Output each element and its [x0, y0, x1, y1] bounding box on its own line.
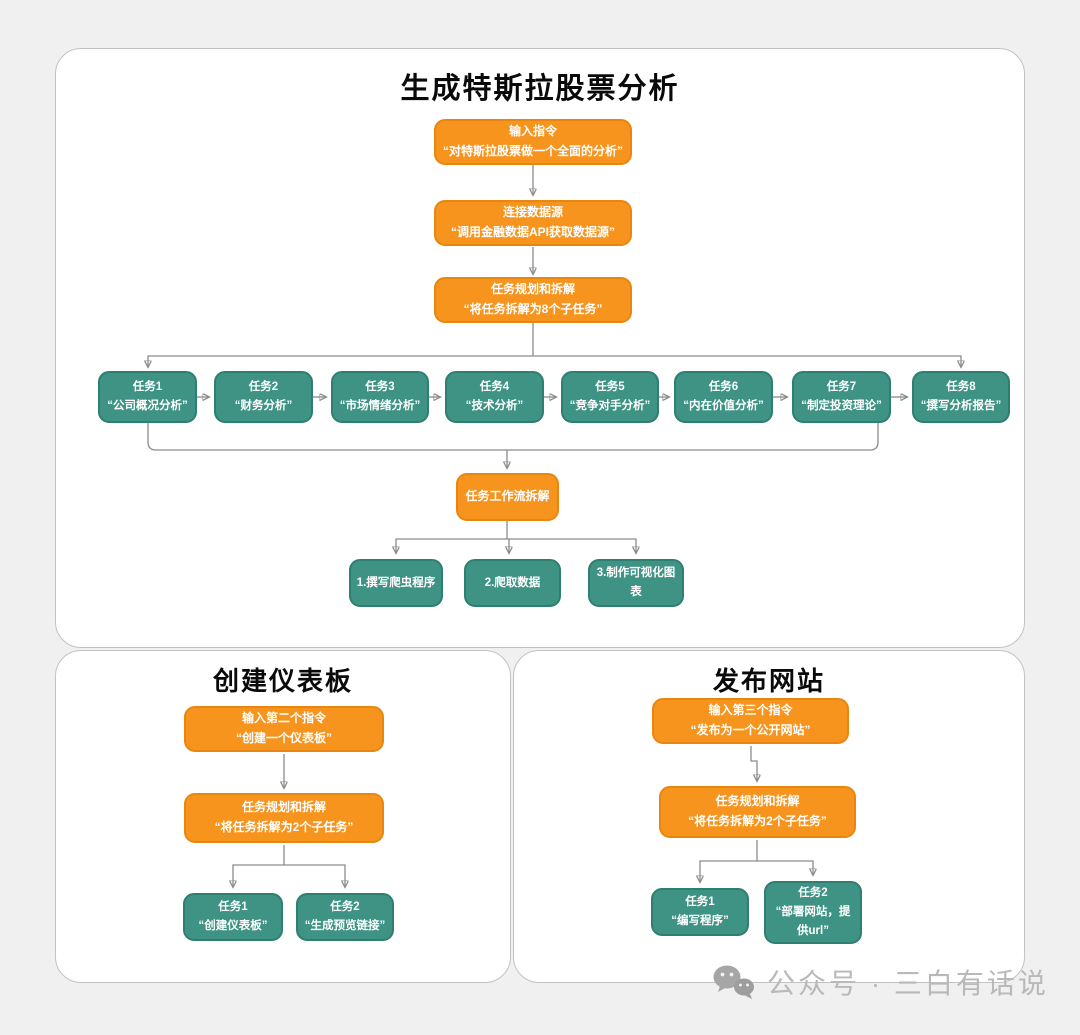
wechat-icon	[713, 965, 754, 999]
node-line: 任务1	[132, 381, 163, 394]
node-task-4: 任务4 “技术分析”	[445, 371, 544, 423]
node-line: “编写程序”	[671, 915, 729, 927]
node-task-2: 任务2 “财务分析”	[214, 371, 313, 423]
watermark: 公众号 · 三白有话说	[712, 962, 1049, 1002]
node-line: “发布为一个公开网站”	[690, 723, 811, 737]
panel-analysis-title: 生成特斯拉股票分析	[400, 73, 680, 105]
node-line: “竞争对手分析”	[569, 400, 651, 412]
node-line: 任务5	[595, 381, 625, 394]
node-line: 任务8	[946, 381, 976, 394]
node-line: 任务3	[365, 381, 395, 394]
node-input-command: 输入指令 “对特斯拉股票做一个全面的分析”	[434, 119, 632, 165]
node-website-task-1: 任务1 “编写程序”	[651, 888, 749, 936]
node-task-7: 任务7 “制定投资理论”	[792, 371, 891, 423]
node-task-1: 任务1 “公司概况分析”	[98, 371, 197, 423]
node-task-planning-3: 任务规划和拆解 “将任务拆解为2个子任务”	[659, 786, 856, 838]
node-line: “生成预览链接”	[304, 920, 386, 932]
node-line: 连接数据源	[502, 205, 563, 220]
panel-dashboard-title: 创建仪表板	[212, 666, 353, 696]
node-line: 任务2	[330, 901, 360, 914]
node-subtask-3: 3.制作可视化图表	[588, 559, 684, 607]
node-line: 任务7	[826, 381, 857, 394]
node-line: “将任务拆解为2个子任务”	[214, 820, 354, 834]
node-line: “部署网站，提供url”	[775, 906, 851, 937]
node-line: “撰写分析报告”	[920, 400, 1002, 412]
panel-dashboard: 创建仪表板 输入第二个指令 “创建一个仪表板” 任务规划和拆解 “将任务拆解为2…	[55, 650, 511, 983]
node-line: “将任务拆解为8个子任务”	[463, 302, 603, 316]
node-task-planning: 任务规划和拆解 “将任务拆解为8个子任务”	[434, 277, 632, 323]
node-connect-datasource: 连接数据源 “调用金融数据API获取数据源”	[434, 200, 632, 246]
node-line: “创建仪表板”	[198, 920, 268, 932]
node-line: “将任务拆解为2个子任务”	[688, 814, 827, 828]
node-line: 任务1	[218, 901, 248, 914]
node-line: 2.爬取数据	[484, 576, 541, 589]
node-line: “对特斯拉股票做一个全面的分析”	[442, 144, 623, 158]
node-task-3: 任务3 “市场情绪分析”	[331, 371, 429, 423]
panel-analysis: 生成特斯拉股票分析 输入指令 “对特斯拉股票做一个全面的分析” 连接数据源	[55, 48, 1025, 648]
node-subtask-2: 2.爬取数据	[464, 559, 561, 607]
node-line: 任务规划和拆解	[715, 794, 800, 809]
node-line: 任务规划和拆解	[241, 800, 326, 815]
panel-website: 发布网站 输入第三个指令 “发布为一个公开网站” 任务规划和拆解 “将任务拆解为…	[513, 650, 1025, 983]
node-line: 任务1	[685, 896, 715, 909]
node-line: 任务4	[479, 381, 510, 394]
node-line: 任务工作流拆解	[465, 489, 550, 504]
node-line: “制定投资理论”	[801, 400, 882, 412]
node-dashboard-task-1: 任务1 “创建仪表板”	[183, 893, 283, 941]
node-line: “财务分析”	[234, 400, 293, 412]
node-line: “调用金融数据API获取数据源”	[450, 225, 615, 239]
node-line: “技术分析”	[465, 400, 524, 412]
node-line: 任务2	[248, 381, 279, 394]
node-input-command-2: 输入第二个指令 “创建一个仪表板”	[184, 706, 384, 752]
node-line: 输入第三个指令	[708, 703, 793, 718]
node-workflow-breakdown: 任务工作流拆解	[456, 473, 559, 521]
node-line: 任务规划和拆解	[490, 282, 575, 297]
node-line: “创建一个仪表板”	[235, 731, 332, 745]
node-line: 输入指令	[508, 124, 557, 139]
node-subtask-1: 1.撰写爬虫程序	[349, 559, 443, 607]
node-task-6: 任务6 “内在价值分析”	[674, 371, 773, 423]
node-line: 任务6	[708, 381, 739, 394]
node-task-5: 任务5 “竞争对手分析”	[561, 371, 659, 423]
node-line: “市场情绪分析”	[339, 400, 421, 412]
node-line: 任务2	[798, 887, 828, 900]
node-line: “内在价值分析”	[683, 400, 764, 412]
node-line: “公司概况分析”	[107, 400, 188, 412]
watermark-text: 公众号 · 三白有话说	[767, 968, 1049, 999]
node-input-command-3: 输入第三个指令 “发布为一个公开网站”	[652, 698, 849, 744]
node-dashboard-task-2: 任务2 “生成预览链接”	[296, 893, 394, 941]
node-line: 输入第二个指令	[241, 711, 326, 726]
node-task-8: 任务8 “撰写分析报告”	[912, 371, 1010, 423]
node-task-planning-2: 任务规划和拆解 “将任务拆解为2个子任务”	[184, 793, 384, 843]
node-website-task-2: 任务2 “部署网站，提供url”	[764, 881, 862, 944]
node-line: 1.撰写爬虫程序	[356, 576, 436, 589]
node-line: 3.制作可视化图表	[596, 567, 676, 598]
panel-website-title: 发布网站	[712, 666, 825, 696]
